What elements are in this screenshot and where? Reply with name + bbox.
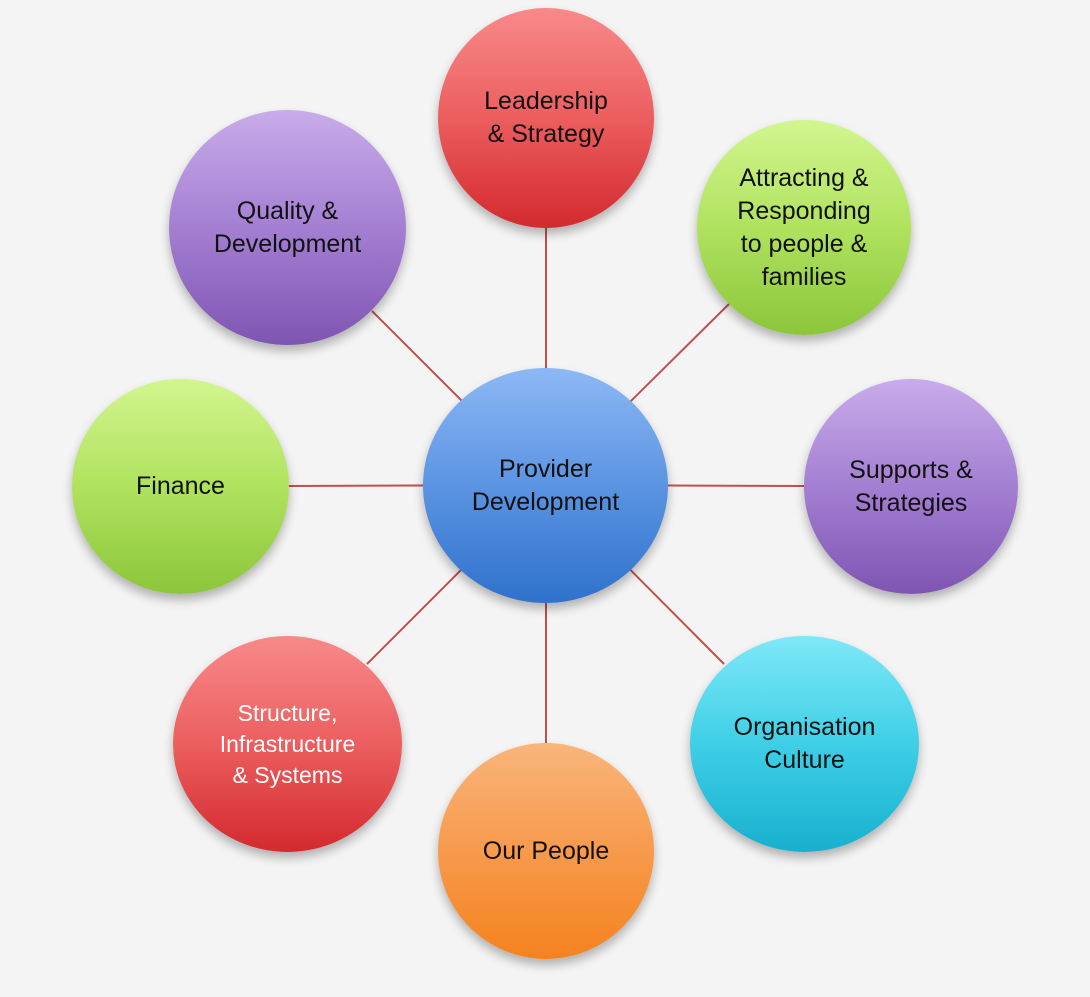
node-leadership-strategy: Leadership & Strategy — [438, 8, 654, 228]
center-label: Provider Development — [471, 454, 620, 516]
node-label: Organisation Culture — [733, 713, 876, 774]
node-quality-development: Quality & Development — [169, 110, 406, 345]
node-label: Attracting & Responding to people & fami… — [737, 163, 871, 291]
node-organisation-culture: Organisation Culture — [690, 636, 919, 852]
node-supports-strategies: Supports & Strategies — [804, 379, 1018, 594]
node-label: Supports & Strategies — [849, 455, 973, 517]
node-label: Finance — [136, 472, 225, 500]
node-label: Our People — [482, 836, 610, 865]
node-our-people: Our People — [438, 743, 654, 959]
node-label: Quality & Development — [213, 196, 362, 258]
node-finance: Finance — [72, 379, 289, 594]
center-node-provider-development: Provider Development — [423, 368, 668, 603]
node-attracting-responding: Attracting & Responding to people & fami… — [697, 120, 911, 335]
node-structure-infrastructure: Structure, Infrastructure & Systems — [173, 636, 402, 852]
node-label: Structure, Infrastructure & Systems — [219, 699, 356, 788]
node-label: Leadership & Strategy — [484, 87, 608, 148]
